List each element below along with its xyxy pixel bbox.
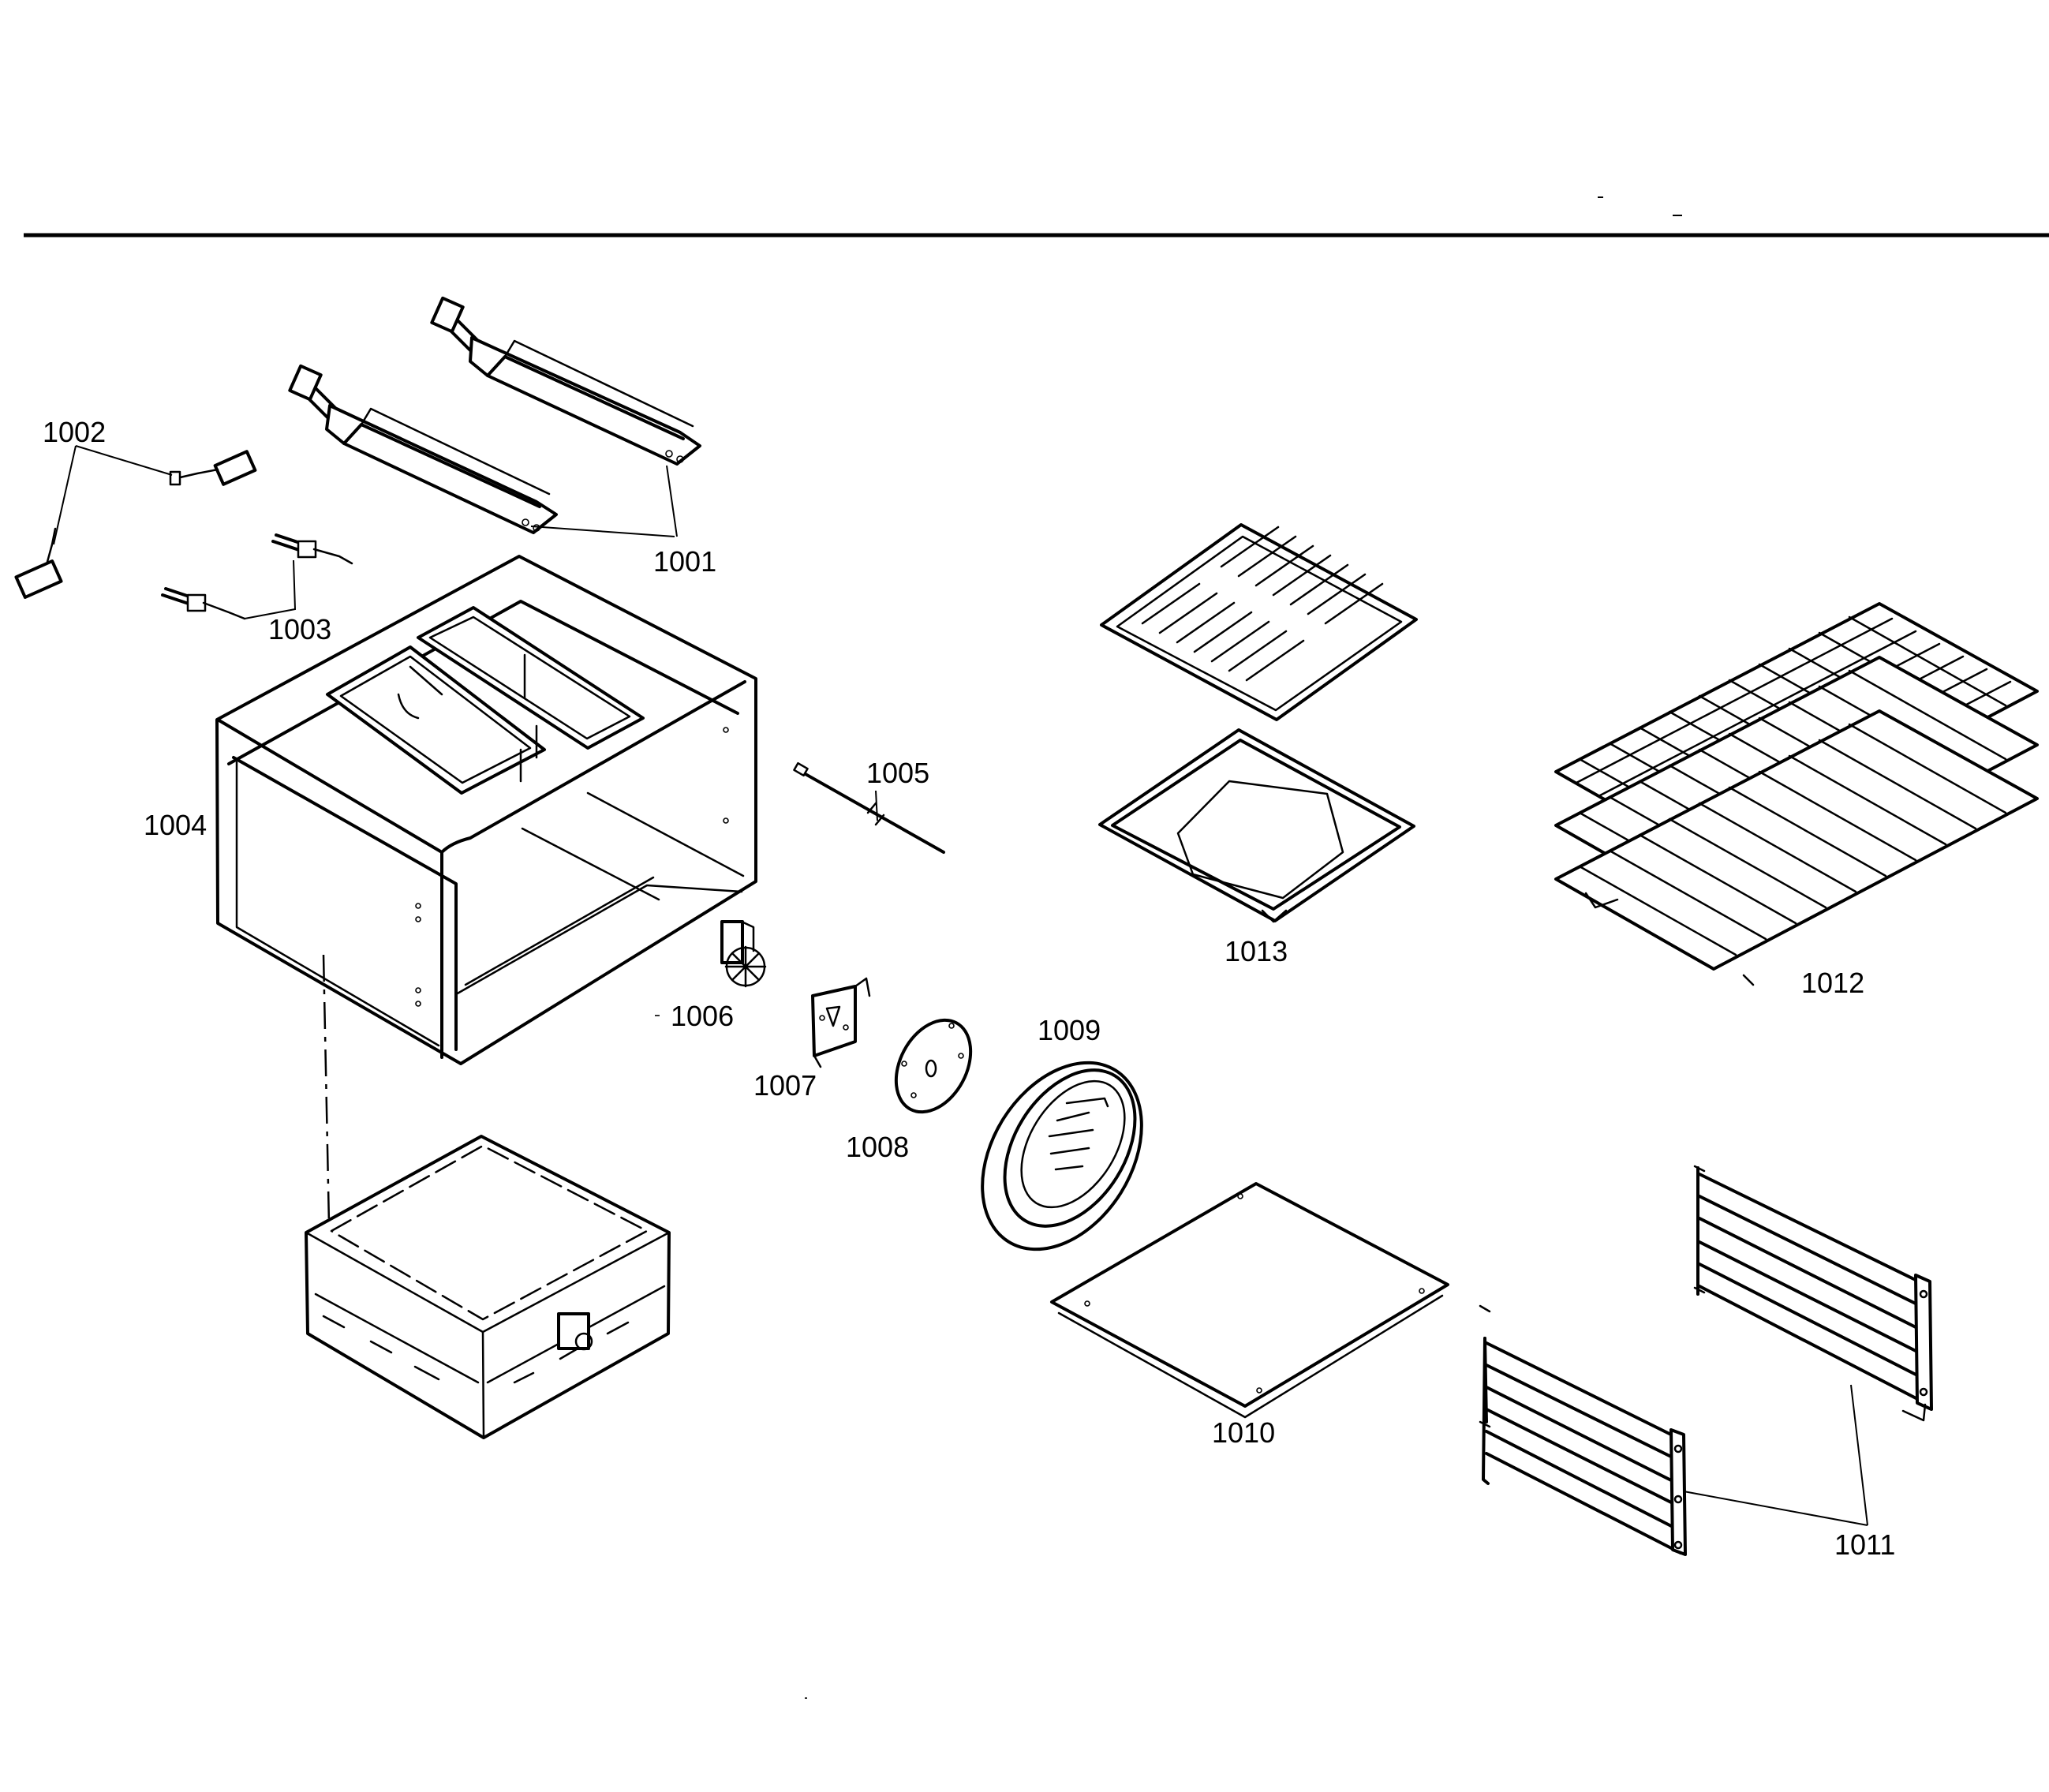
part-1008-fan-gasket[interactable]	[881, 1008, 985, 1125]
callout-1013: 1013	[1225, 935, 1288, 967]
callout-1003: 1003	[268, 613, 331, 645]
leader-1003	[244, 559, 297, 619]
callout-1007: 1007	[753, 1069, 817, 1102]
part-1002-igniter-upper[interactable]	[169, 450, 257, 486]
callout-1006: 1006	[671, 1000, 734, 1032]
part-1009-convection-fan-cover[interactable]	[950, 1034, 1175, 1278]
part-1013-broil-pan-grid[interactable]	[1100, 523, 1418, 721]
storage-drawer[interactable]	[305, 1135, 671, 1439]
part-1013-broil-pan[interactable]	[1098, 728, 1415, 923]
callout-1005: 1005	[866, 757, 929, 789]
part-1002-igniter-lower[interactable]	[14, 527, 63, 599]
part-1011-rack-support-left[interactable]	[1479, 1304, 1687, 1556]
callout-1010: 1010	[1212, 1416, 1275, 1449]
leader-1011	[1683, 1384, 1868, 1526]
part-1011-rack-support-right[interactable]	[1693, 1165, 1933, 1422]
callout-1004: 1004	[144, 809, 207, 841]
part-1010-oven-bottom-panel[interactable]	[1050, 1182, 1449, 1419]
part-1012-oven-rack-bottom[interactable]	[1554, 709, 2039, 986]
leader-1002	[53, 445, 173, 545]
part-1004-oven-cavity[interactable]	[215, 555, 757, 1065]
callout-1008: 1008	[846, 1131, 909, 1163]
callout-1002: 1002	[43, 416, 106, 448]
part-1005-temperature-sensor[interactable]	[793, 761, 945, 854]
callout-1011: 1011	[1834, 1528, 1895, 1561]
part-1006-convection-motor[interactable]	[720, 920, 767, 988]
part-1003-electrode-lower[interactable]	[161, 587, 246, 620]
callout-1012: 1012	[1801, 967, 1864, 999]
part-1001-broil-element-rear[interactable]	[430, 296, 701, 466]
callout-1009: 1009	[1038, 1014, 1101, 1046]
leader-1001	[530, 465, 678, 537]
leader-1005	[875, 790, 878, 821]
part-1007-motor-mounting-plate[interactable]	[811, 977, 871, 1068]
assembly-centerline	[322, 954, 331, 1225]
callout-1001: 1001	[653, 545, 716, 578]
part-1001-broil-element-front[interactable]	[288, 364, 558, 534]
part-1003-electrode-upper[interactable]	[271, 533, 353, 565]
